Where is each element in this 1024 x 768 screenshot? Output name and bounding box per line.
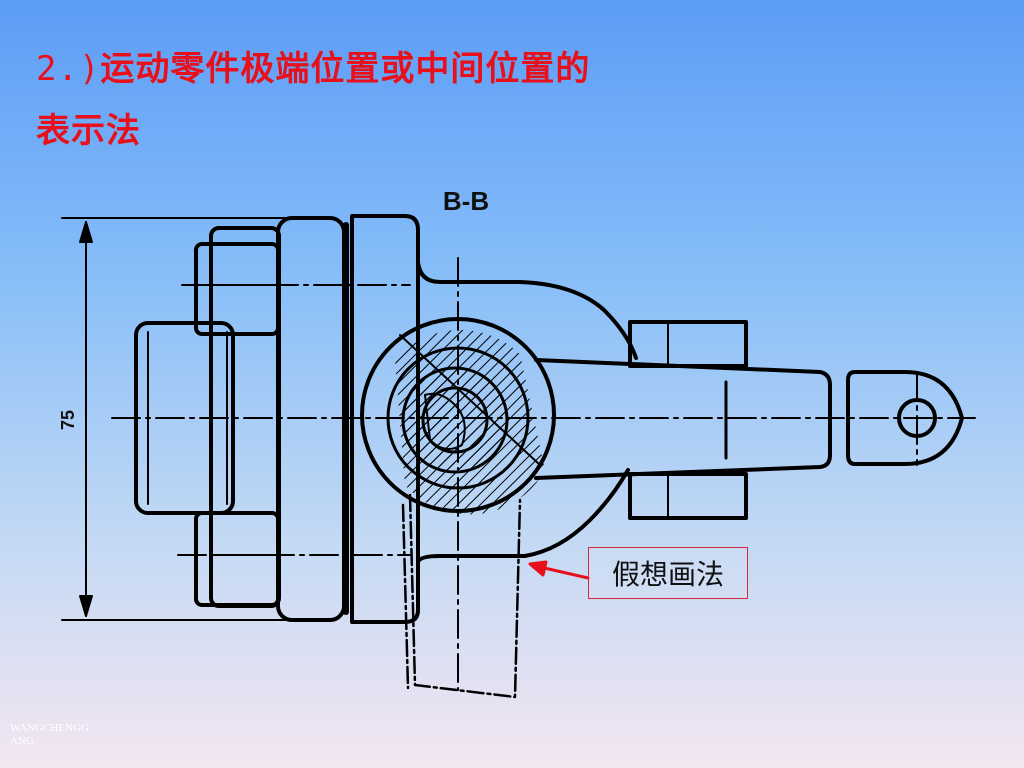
ball-socket [360,317,556,515]
section-label: B-B [443,186,489,216]
phantom-lever-position [401,493,522,699]
title-number: 2.) [36,49,101,89]
watermark: WANGCHENGGANG [10,722,89,747]
leader-arrow [528,560,590,580]
title-line-1: 运动零件极端位置或中间位置的 [100,49,591,89]
guide-collar-bottom [628,472,748,520]
guide-collar-top [628,320,748,368]
lever-arm [534,358,832,480]
dimension-75 [61,217,291,621]
center-lines [111,257,976,691]
callout-text: 假想画法 [611,558,724,591]
title-line-2: 表示法 [36,111,141,151]
housing [416,260,638,564]
slide-title: 2.)运动零件极端位置或中间位置的 表示法 [36,38,590,162]
callout-box: 假想画法 [588,547,748,599]
dimension-label: 75 [58,410,78,430]
